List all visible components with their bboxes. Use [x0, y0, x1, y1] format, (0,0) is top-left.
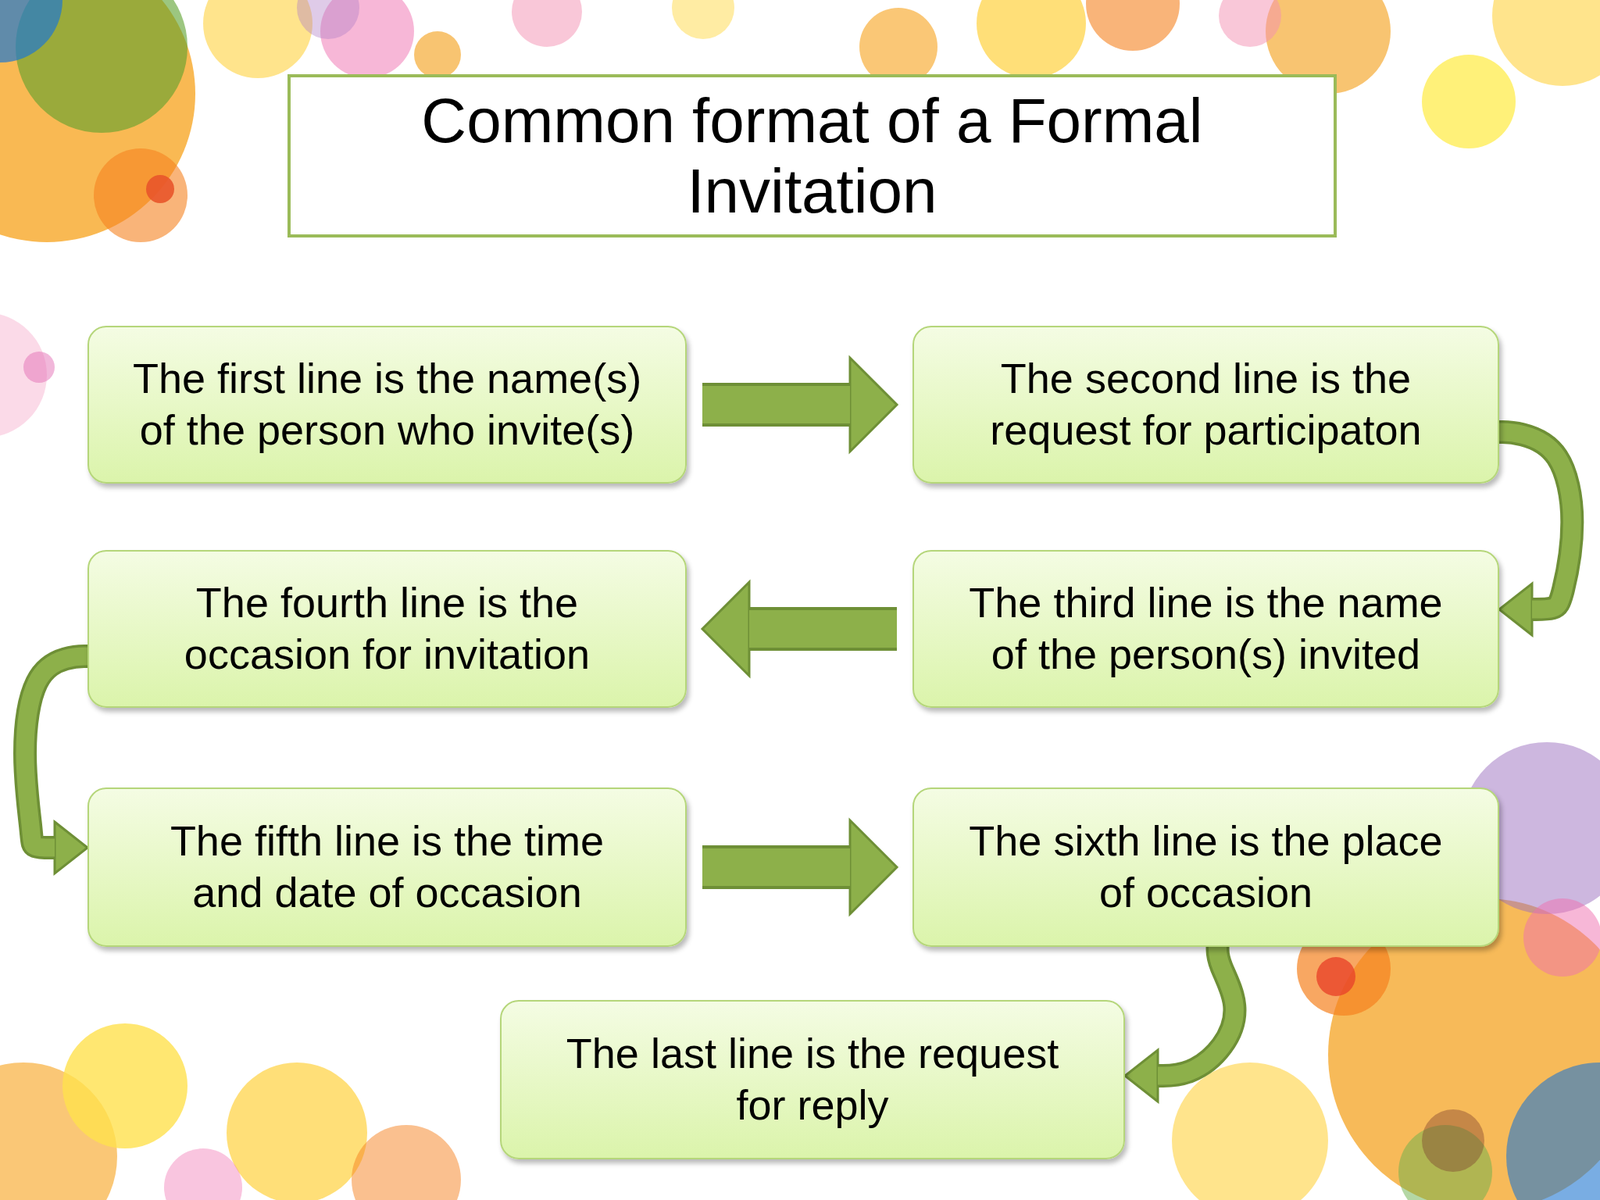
- step-text: The fifth line is the time and date of o…: [129, 815, 646, 919]
- decor-circle: [1171, 1062, 1329, 1200]
- arrow-body: [702, 385, 850, 424]
- decor-circle: [93, 148, 188, 243]
- step-box: The second line is the request for parti…: [912, 325, 1500, 484]
- title-box: Common format of a Formal Invitation: [287, 74, 1337, 238]
- decor-circle: [511, 0, 583, 47]
- arrow-body: [25, 656, 88, 848]
- arrow-outline: [702, 382, 850, 427]
- arrow-body: [1499, 432, 1572, 610]
- flow-arrow: [749, 628, 897, 630]
- title-text: Common format of a Formal Invitation: [382, 85, 1243, 226]
- step-text: The fourth line is the occasion for invi…: [129, 577, 646, 681]
- decor-circle: [1421, 54, 1516, 149]
- arrow-outline: [702, 845, 850, 890]
- decor-circle: [1316, 957, 1356, 997]
- decor-circle: [1506, 1062, 1600, 1200]
- flow-arrow: [1157, 946, 1235, 1076]
- decor-circle: [62, 1023, 188, 1149]
- step-box: The fourth line is the occasion for invi…: [87, 550, 687, 708]
- decor-circle: [414, 31, 461, 79]
- step-text: The last line is the request for reply: [554, 1028, 1071, 1132]
- decor-circle: [1218, 0, 1282, 47]
- decor-circle: [146, 175, 175, 204]
- decor-circle: [296, 0, 360, 40]
- arrow-body: [749, 610, 897, 648]
- decor-circle: [1523, 898, 1600, 977]
- decor-circle: [23, 351, 55, 383]
- arrow-body: [702, 848, 850, 886]
- flow-arrow: [702, 404, 850, 406]
- arrow-outline: [1499, 432, 1572, 610]
- step-box: The third line is the name of the person…: [912, 550, 1500, 708]
- decor-circle: [1421, 1109, 1485, 1172]
- flow-arrow: [25, 656, 88, 848]
- decor-circle: [1085, 0, 1180, 51]
- step-box: The fifth line is the time and date of o…: [87, 787, 687, 947]
- decor-circle: [0, 0, 63, 63]
- decor-circle: [351, 1125, 461, 1200]
- flow-arrow: [702, 867, 850, 868]
- step-text: The third line is the name of the person…: [948, 577, 1465, 681]
- arrow-body: [1157, 946, 1235, 1076]
- decor-circle: [1492, 0, 1600, 86]
- decor-circle: [164, 1148, 243, 1200]
- decor-circle: [203, 0, 313, 79]
- step-box: The sixth line is the place of occasion: [912, 787, 1500, 947]
- decor-circle: [976, 0, 1086, 79]
- step-box: The first line is the name(s) of the per…: [87, 325, 687, 484]
- arrow-outline: [25, 656, 88, 848]
- step-text: The first line is the name(s) of the per…: [129, 353, 646, 457]
- step-text: The sixth line is the place of occasion: [948, 815, 1465, 919]
- step-text: The second line is the request for parti…: [948, 353, 1465, 457]
- decor-circle: [671, 0, 735, 40]
- step-box: The last line is the request for reply: [500, 1000, 1125, 1160]
- flow-arrow: [1499, 432, 1572, 610]
- arrow-outline: [1157, 946, 1235, 1076]
- arrow-outline: [749, 607, 897, 651]
- decor-circle: [226, 1062, 368, 1200]
